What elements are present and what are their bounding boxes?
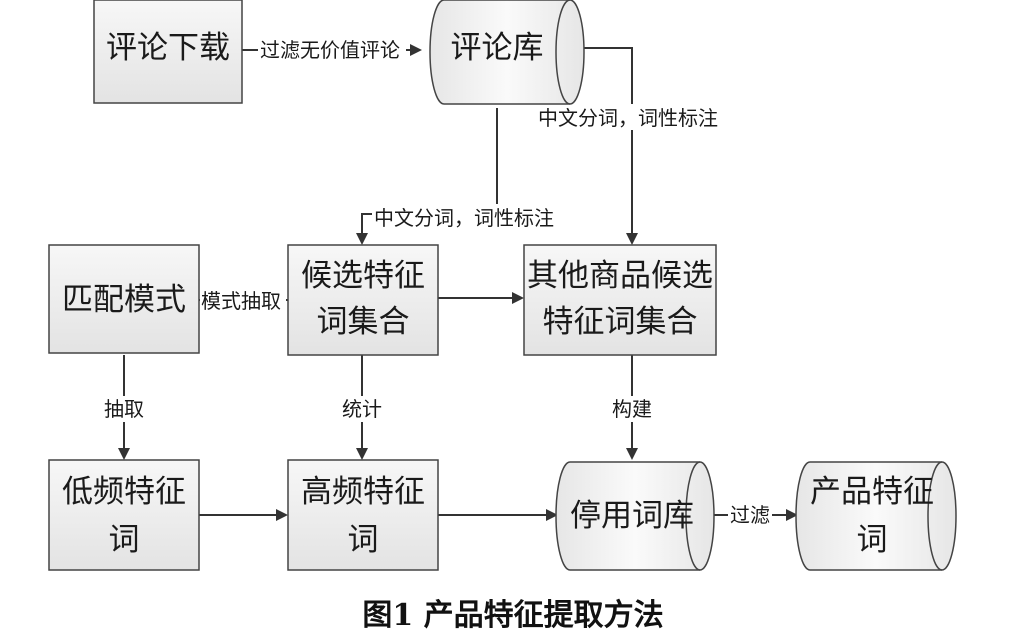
node-low-frequency: 低频特征 词 [48,459,200,571]
edge-label-pattern-extract: 模式抽取 [201,289,281,313]
node-candidate-set: 候选特征 词集合 [287,244,439,356]
figure-caption: 图1 产品特征提取方法 [362,598,664,633]
node-label-line2: 词 [109,522,140,558]
edge-labels: 过滤无价值评论 中文分词，词性标注 中文分词，词性标注 模式抽取 抽取 统计 构… [102,38,772,527]
edge-label-filter-useless: 过滤无价值评论 [260,38,400,62]
flow-diagram: 过滤无价值评论 中文分词，词性标注 中文分词，词性标注 模式抽取 抽取 统计 构… [48,0,957,571]
edge-label-segment-mid: 中文分词，词性标注 [374,206,554,230]
node-label-line1: 低频特征 [62,474,186,510]
node-label-line2: 词 [857,522,888,558]
edge-label-filter: 过滤 [730,503,770,527]
node-comment-store: 评论库 [429,0,585,105]
edge-store-to-other [582,47,638,245]
node-label-line2: 特征词集合 [543,304,698,340]
node-label-line2: 词集合 [317,304,410,340]
edge-label-build: 构建 [612,397,652,421]
node-label-line2: 词 [348,522,379,558]
node-other-set: 其他商品候选 特征词集合 [523,244,717,356]
node-comment-download: 评论下载 [93,0,243,104]
node-product-feature: 产品特征 词 [795,461,957,571]
edge-label-extract: 抽取 [104,397,144,421]
node-label: 评论下载 [106,30,230,66]
node-label-line1: 候选特征 [301,258,425,294]
edge-label-statistics: 统计 [342,397,382,421]
node-label-line1: 高频特征 [301,474,425,510]
node-label-line1: 产品特征 [810,474,934,510]
node-label: 停用词库 [570,498,694,534]
node-stopword-store: 停用词库 [555,461,715,571]
node-label: 评论库 [451,30,544,66]
node-match-pattern: 匹配模式 [48,244,200,354]
edge-label-segment-right: 中文分词，词性标注 [538,106,718,130]
node-label-line1: 其他商品候选 [527,258,713,294]
node-label: 匹配模式 [62,282,186,318]
node-high-frequency: 高频特征 词 [287,459,439,571]
